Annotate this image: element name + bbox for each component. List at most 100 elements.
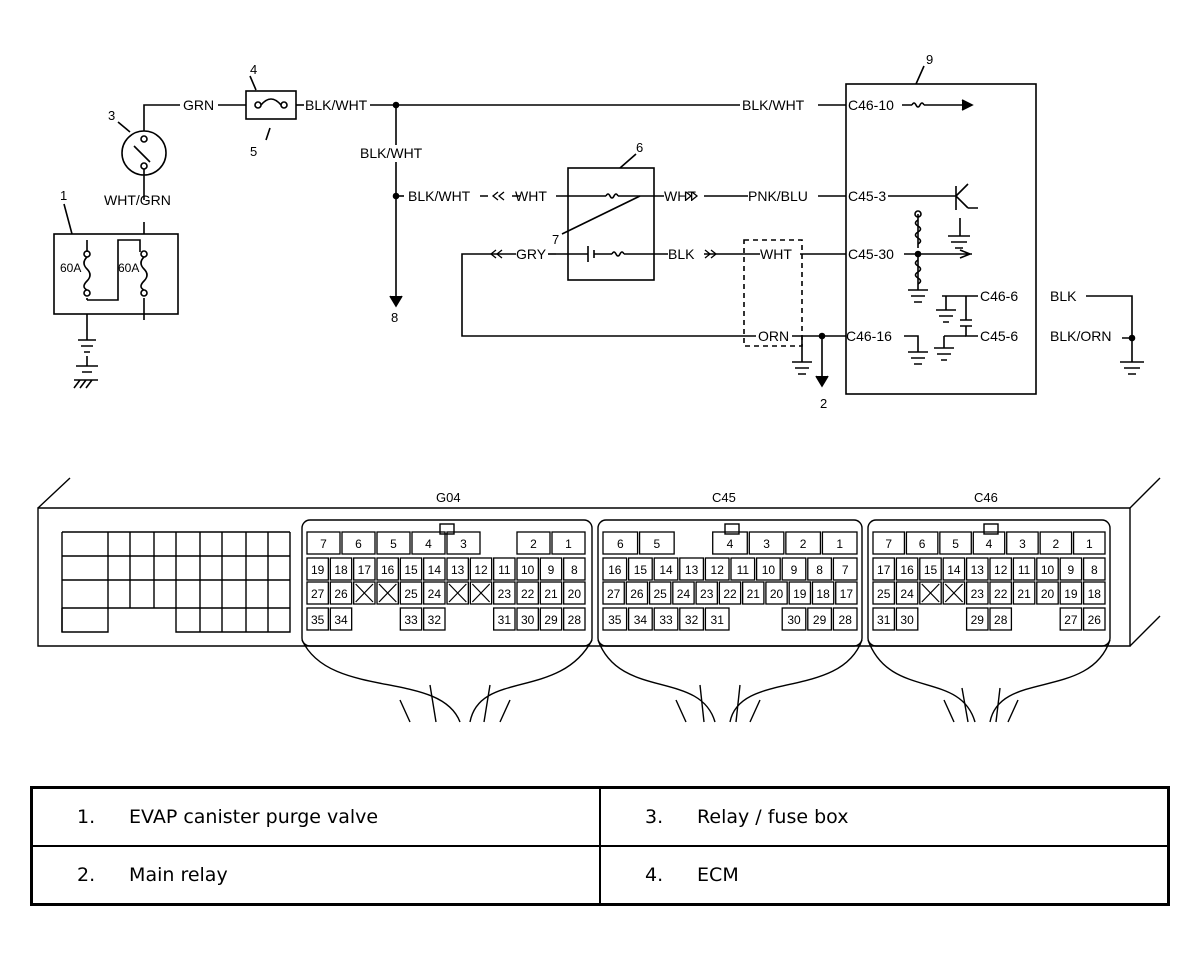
pin-number: 16	[608, 563, 622, 577]
pin-cell	[1082, 581, 1106, 605]
pin-number: 5	[654, 537, 661, 551]
blank-pin-mark	[355, 583, 374, 603]
pin-cell	[539, 557, 563, 581]
pin-number: 21	[1017, 587, 1031, 601]
wire-wht-label-1: WHT	[515, 188, 547, 204]
pin-number: 30	[787, 613, 801, 627]
connector-title-c46: C46	[974, 490, 998, 505]
wire-gry-label: GRY	[516, 246, 547, 262]
wire-blk-label-2: BLK	[1050, 288, 1077, 304]
connector-title-c45: C45	[712, 490, 736, 505]
pin-number: 34	[334, 613, 348, 627]
legend-cell: 3. Relay / fuse box	[599, 786, 1170, 847]
pin-cell	[1059, 607, 1083, 631]
pin-cell	[627, 557, 653, 581]
pin-cell	[919, 581, 942, 605]
pin-cell	[423, 581, 446, 605]
pin-cell	[602, 581, 625, 605]
pin-cell	[411, 531, 446, 555]
pin-cell	[1012, 557, 1036, 581]
pin-cell	[469, 581, 493, 605]
pin-number: 22	[723, 587, 737, 601]
pin-cell	[672, 581, 695, 605]
pin-cell	[423, 557, 446, 581]
pin-number: 34	[634, 613, 648, 627]
legend-label: ECM	[697, 864, 739, 886]
pin-number: 26	[1088, 613, 1102, 627]
pin-number: 25	[877, 587, 891, 601]
pin-number: 12	[994, 563, 1008, 577]
pin-number: 23	[498, 587, 512, 601]
pin-cell	[704, 557, 730, 581]
pin-number: 12	[711, 563, 725, 577]
pin-number: 26	[630, 587, 644, 601]
pin-cell	[811, 581, 835, 605]
blank-pin-mark	[378, 583, 397, 603]
pin-cell	[446, 531, 481, 555]
pin-cell	[704, 607, 730, 631]
legend-label: Main relay	[129, 864, 228, 886]
pin-cell	[602, 607, 628, 631]
pin-cell	[807, 607, 833, 631]
pin-number: 23	[700, 587, 714, 601]
legend-cell: 1. EVAP canister purge valve	[30, 786, 601, 847]
pin-cell	[376, 557, 399, 581]
pin-number: 17	[877, 563, 891, 577]
pin-number: 4	[727, 537, 734, 551]
pin-cell	[679, 607, 705, 631]
pin-number: 30	[900, 613, 914, 627]
pin-number: 17	[840, 587, 854, 601]
fuse-rating-2: 60A	[118, 261, 139, 275]
pin-number: 12	[474, 563, 488, 577]
pin-number: 27	[311, 587, 325, 601]
pin-cell	[835, 581, 858, 605]
pin-number: 10	[1041, 563, 1055, 577]
pin-cell	[832, 557, 858, 581]
legend-cell: 2. Main relay	[30, 845, 601, 906]
pin-cell	[679, 557, 705, 581]
pin-number: 1	[836, 537, 843, 551]
pin-number: 9	[548, 563, 555, 577]
legend-number: 4.	[645, 864, 664, 886]
wire-blk-wht-label-2: BLK/WHT	[742, 97, 805, 113]
pin-cell	[942, 581, 966, 605]
pin-number: 33	[659, 613, 673, 627]
wire-pnk-blu-label: PNK/BLU	[748, 188, 808, 204]
pin-cell	[821, 531, 858, 555]
pin-number: 4	[986, 537, 993, 551]
wire-wht-label-3: WHT	[760, 246, 792, 262]
pin-cell	[329, 607, 353, 631]
pin-cell	[765, 581, 788, 605]
pin-number: 14	[428, 563, 442, 577]
pin-cell	[469, 557, 493, 581]
callout-4: 4	[250, 62, 257, 77]
pin-number: 21	[544, 587, 558, 601]
pin-cell	[965, 581, 989, 605]
pin-c45-3: C45-3	[848, 188, 886, 204]
wire-wht-label-2: WHT	[664, 188, 696, 204]
pin-cell	[306, 531, 341, 555]
pin-number: 30	[521, 613, 535, 627]
pin-cell	[653, 557, 679, 581]
pin-c46-6: C46-6	[980, 288, 1018, 304]
wire-blk-label-1: BLK	[668, 246, 695, 262]
pin-cell	[563, 557, 586, 581]
pin-number: 20	[770, 587, 784, 601]
pin-number: 22	[521, 587, 535, 601]
module-grid	[61, 531, 291, 633]
legend-row: 1. EVAP canister purge valve 3. Relay / …	[30, 786, 1170, 847]
pin-number: 2	[1053, 537, 1060, 551]
callout-5: 5	[250, 144, 257, 159]
pin-number: 15	[924, 563, 938, 577]
pin-number: 16	[381, 563, 395, 577]
pin-cell	[329, 581, 353, 605]
legend-number: 1.	[77, 806, 96, 828]
pin-number: 15	[404, 563, 418, 577]
pin-number: 11	[737, 563, 750, 577]
fuse-rating-1: 60A	[60, 261, 81, 275]
pin-number: 1	[565, 537, 572, 551]
pin-cell	[625, 581, 649, 605]
pin-number: 28	[839, 613, 853, 627]
pin-number: 7	[885, 537, 892, 551]
pin-number: 24	[900, 587, 914, 601]
